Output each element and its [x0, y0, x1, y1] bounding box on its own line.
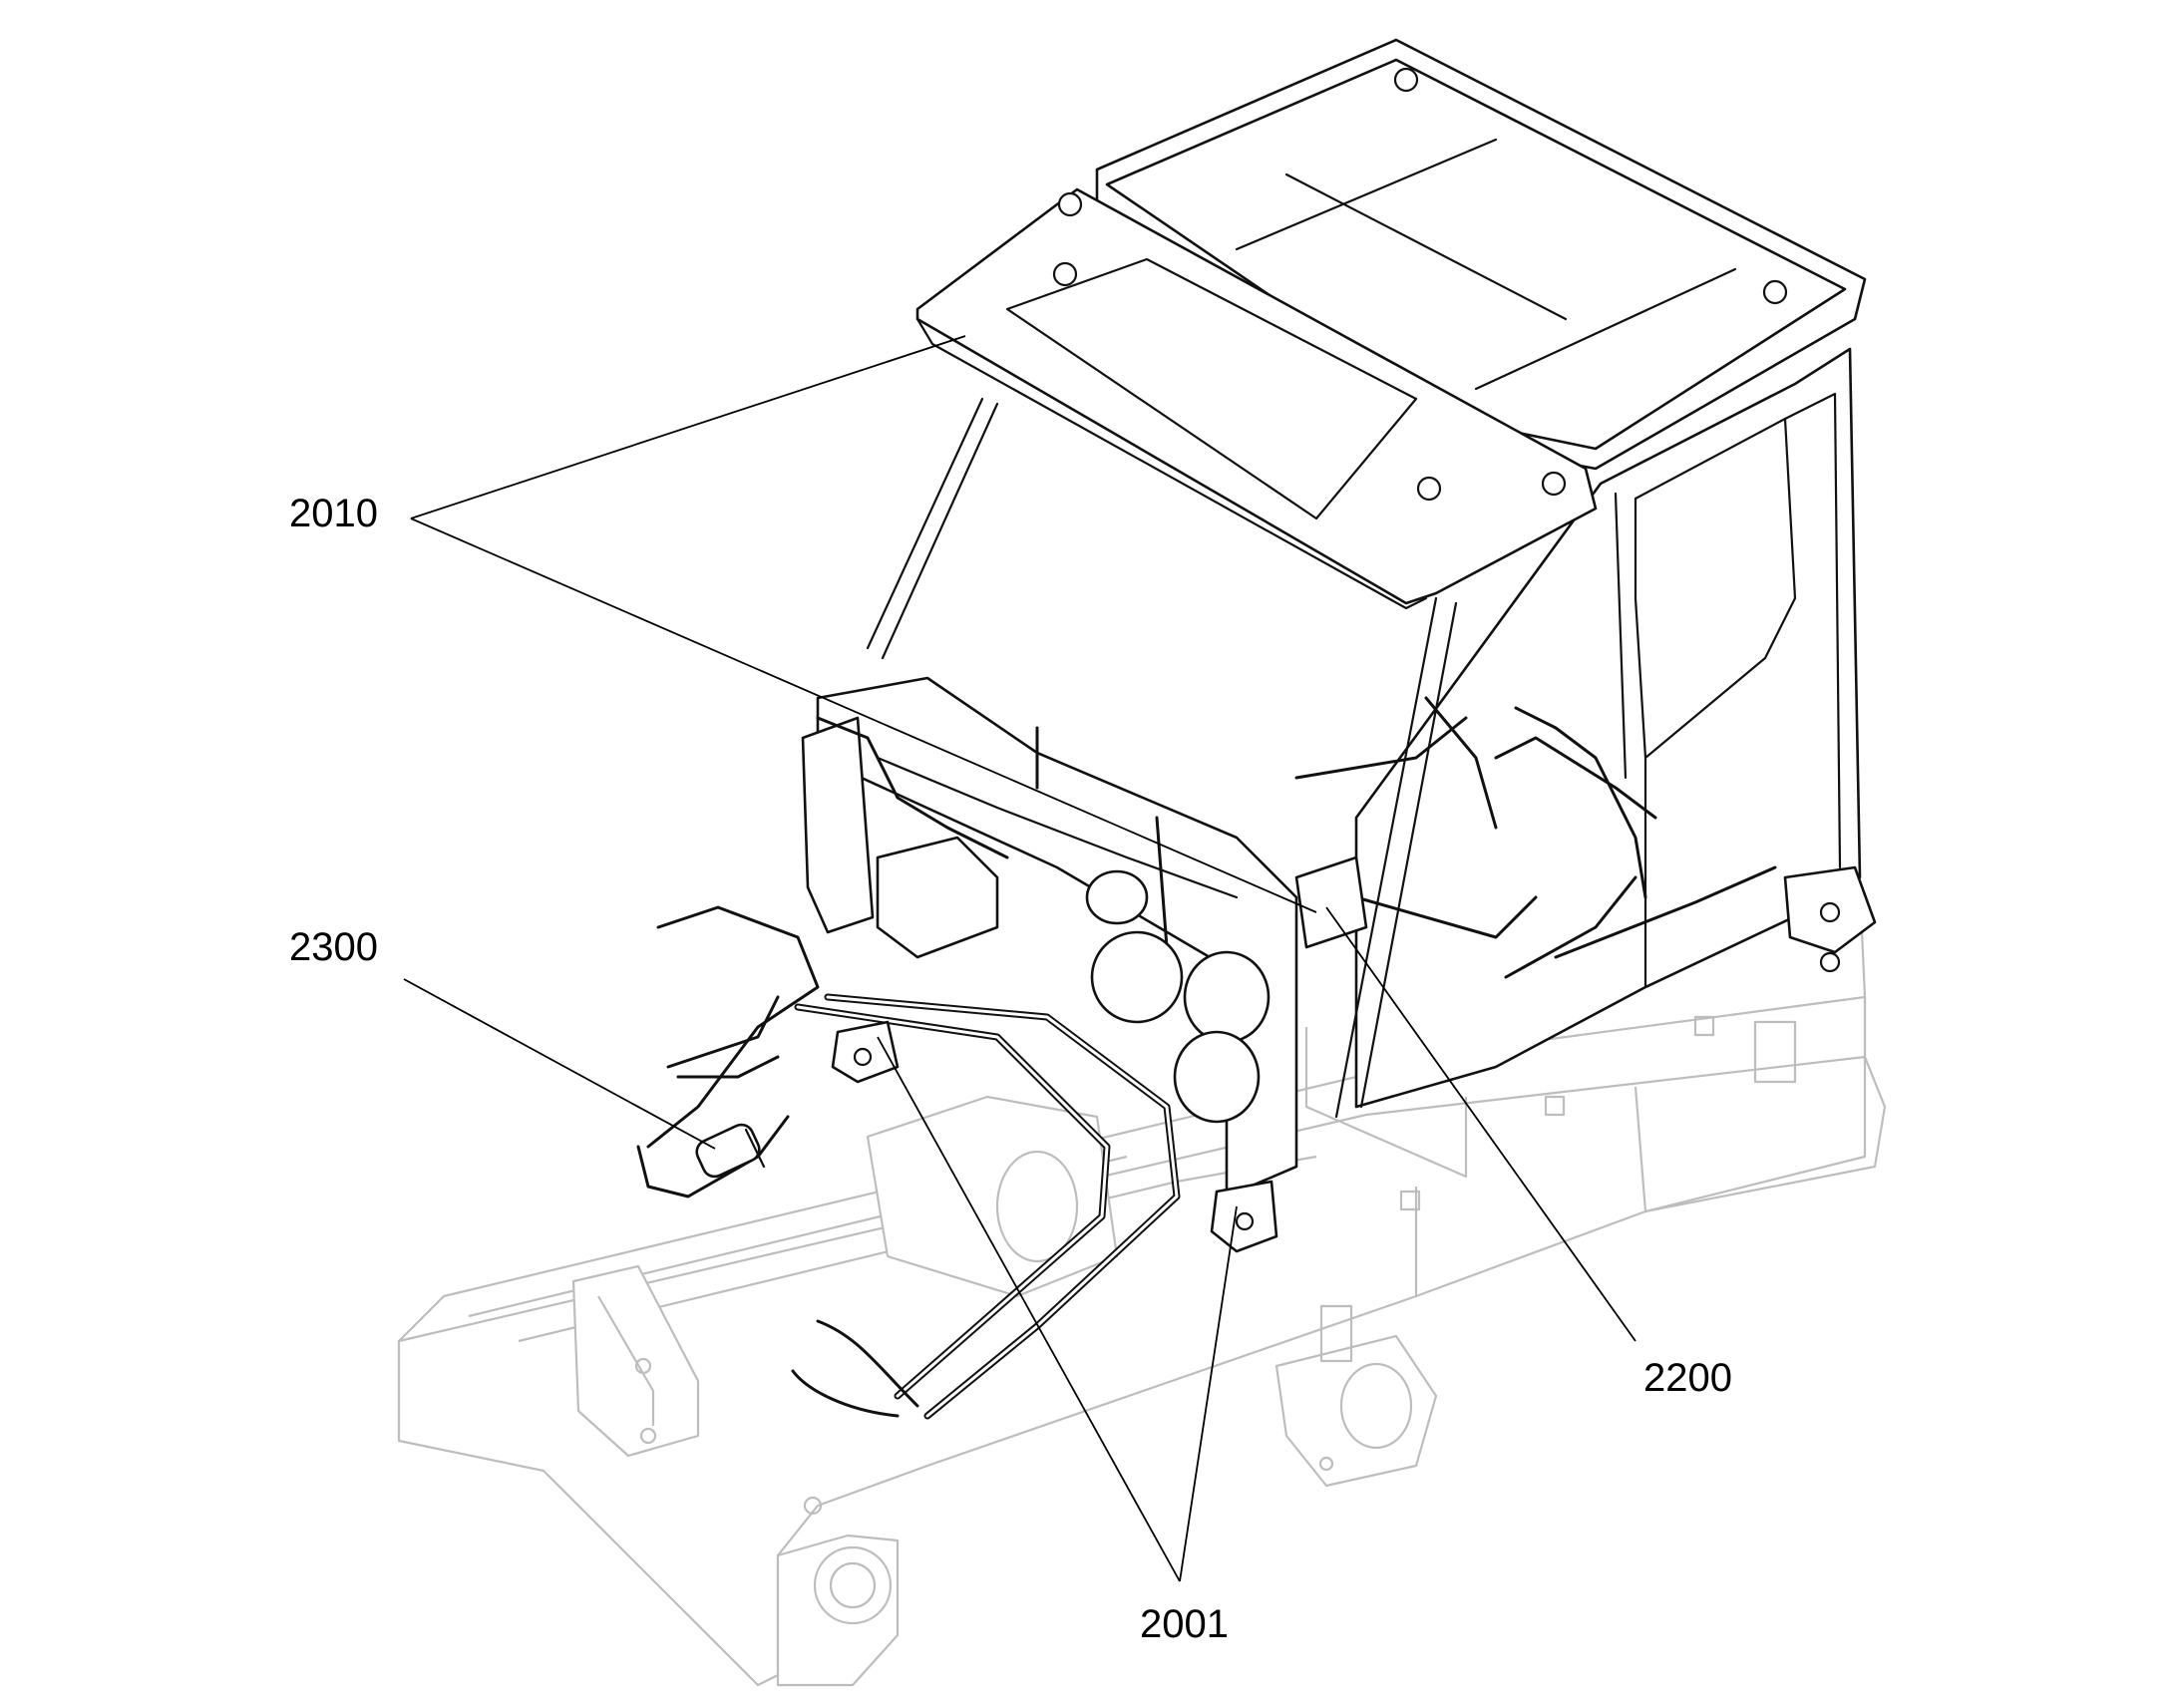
frame-rear-hinge [776, 1534, 900, 1687]
roof-bolt-5 [1416, 476, 1442, 502]
roof-bolt-4 [1762, 279, 1788, 305]
leader-2010-b [410, 517, 1317, 913]
hose-bundle-second-inner [796, 1005, 1109, 1398]
hose-front-end-a [816, 1319, 919, 1408]
lower-bore [1339, 1362, 1413, 1450]
hose-cab-upper [816, 716, 1169, 949]
accumulator-1 [1090, 930, 1184, 1024]
frame-lower-bore-block [1274, 1334, 1438, 1488]
callout-labels: 2010 2300 2200 2001 [289, 492, 1732, 1646]
hydraulic-hoses [636, 696, 1777, 1420]
leader-2001-b [1179, 1205, 1238, 1582]
cab-dashboard-front [816, 676, 1298, 1198]
cab [801, 38, 1877, 1198]
callout-2300: 2300 [289, 925, 378, 969]
cab-right-wall [1354, 347, 1862, 1109]
hose-bundle-main-inner [826, 995, 1179, 1418]
cab-visor-inner [1005, 257, 1418, 520]
roof-bolt-3 [1393, 67, 1419, 93]
callout-2010: 2010 [289, 492, 378, 535]
accumulator-3 [1173, 1030, 1261, 1124]
leader-2300 [403, 978, 716, 1150]
hose-cab-right-b [1504, 706, 1647, 979]
frame-nut-a [1544, 1095, 1566, 1117]
cross-bore [995, 1150, 1079, 1263]
hinge-bore-outer [813, 1545, 893, 1625]
mount-right-bolt-2 [1819, 951, 1841, 973]
hose-left-a [646, 905, 820, 1149]
cab-visor-lip [915, 317, 1428, 610]
frame-plate-right [1753, 1020, 1797, 1084]
roof-bolt-6 [1541, 471, 1567, 497]
frame-nut-c [1399, 1190, 1421, 1211]
accumulator-2 [1183, 950, 1271, 1044]
cab-left-console [801, 716, 875, 934]
hose-front-end-b [791, 1369, 900, 1418]
valve-block [876, 836, 999, 959]
hinge-bore-inner [829, 1561, 877, 1609]
frame-side-plate [1414, 997, 1867, 1296]
callout-2001: 2001 [1140, 1602, 1229, 1646]
frame-left-bracket-edge [597, 1295, 655, 1426]
valve-block-right [1294, 855, 1368, 949]
leader-2010-a [410, 335, 966, 519]
front-right-bolt [1235, 1211, 1255, 1231]
hose-side-rail [1494, 736, 1777, 959]
cab-left-post [866, 397, 999, 660]
cab-dash-line [876, 756, 1239, 899]
hose-left-b [666, 995, 780, 1079]
roof-bolt-1 [1057, 191, 1083, 217]
frame-long-box [397, 1055, 1887, 1687]
frame-bolt-b [639, 1427, 657, 1445]
mount-right-bolt [1819, 901, 1841, 923]
front-left-bolt [853, 1047, 873, 1067]
cab-roof-seams [1235, 138, 1737, 391]
leader-2001-a [877, 1036, 1181, 1582]
frame-bolt-d [1318, 1456, 1334, 1472]
chassis-frame [397, 776, 1887, 1687]
frame-nut-b [1693, 1015, 1715, 1037]
filter-canister [695, 1123, 766, 1179]
hose-left-c [636, 1115, 790, 1198]
accumulator-4 [1085, 869, 1149, 925]
leader-2200 [1325, 906, 1636, 1342]
callout-2200: 2200 [1643, 1356, 1732, 1400]
leader-lines [403, 335, 1636, 1582]
frame-bolt-c [803, 1496, 823, 1516]
frame-plate-small [1319, 1304, 1353, 1363]
cab-door-line [1614, 392, 1842, 989]
frame-bolt-a [634, 1357, 652, 1375]
hose-cab-right [1294, 696, 1538, 939]
cab-right-post [1334, 596, 1458, 1119]
roof-bolt-2 [1052, 261, 1078, 287]
